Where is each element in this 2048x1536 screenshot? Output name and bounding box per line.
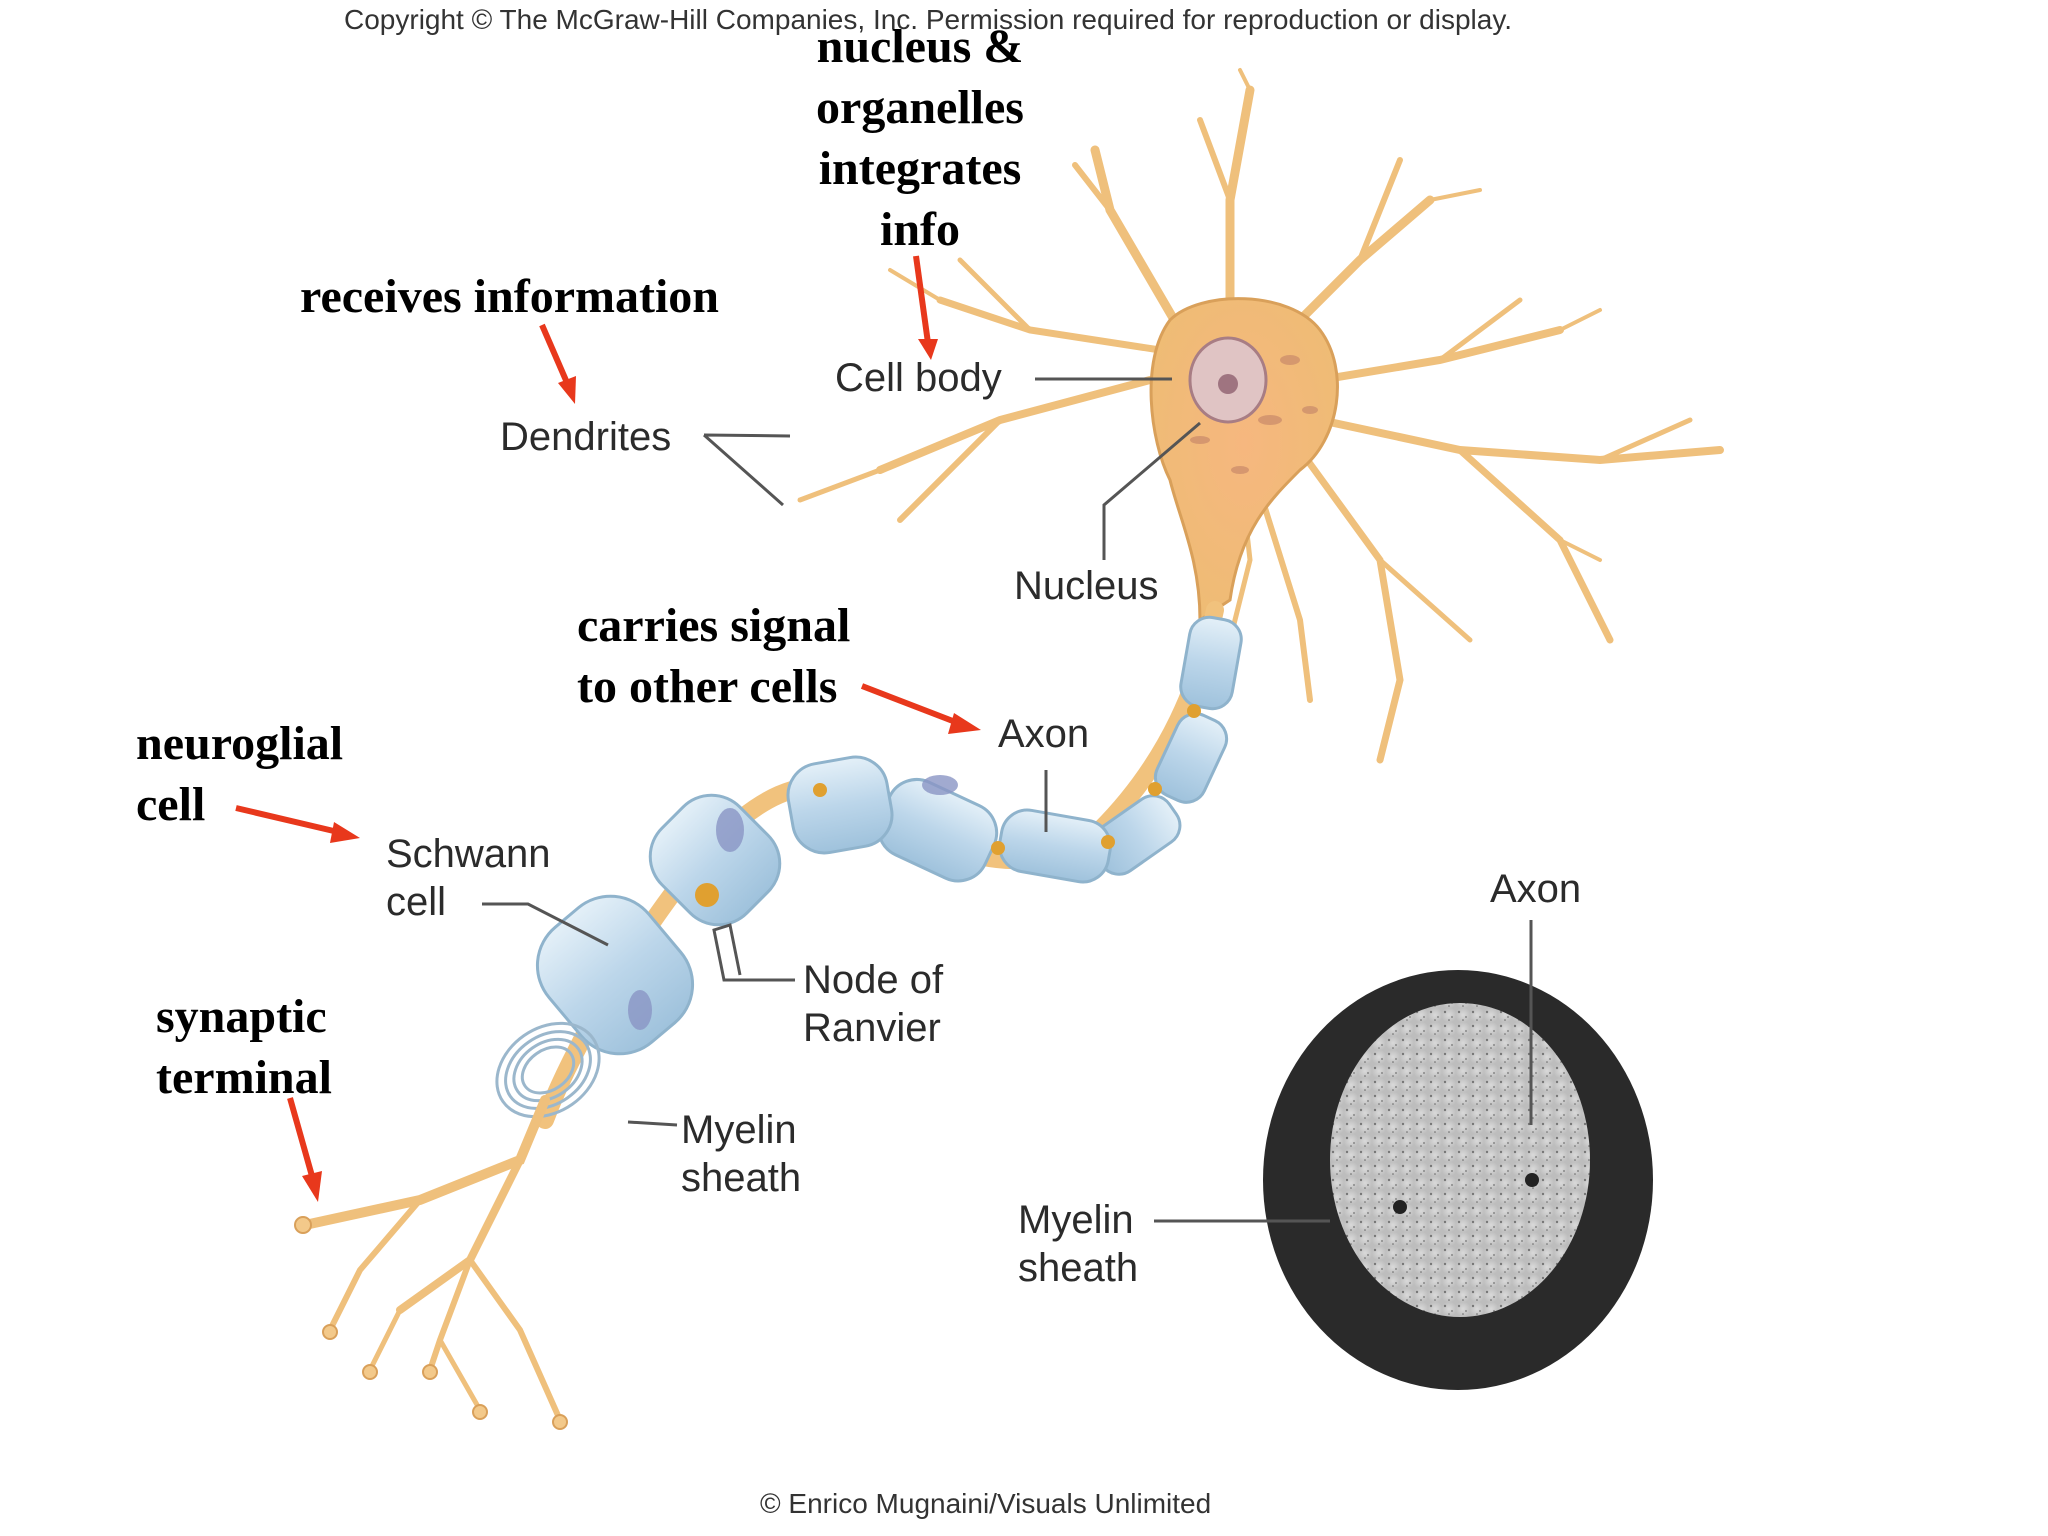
- note-cell-body: nucleus & organelles integrates info: [816, 20, 1024, 256]
- organelles: [1190, 355, 1318, 474]
- schwann-nuclei: [628, 775, 958, 1030]
- label-axon-cross-section: Axon: [1490, 867, 1582, 911]
- label-nucleus: Nucleus: [1014, 564, 1159, 608]
- cross-section-dot: [1525, 1173, 1539, 1187]
- nucleolus: [1218, 374, 1238, 394]
- label-cell-body: Cell body: [835, 356, 1002, 400]
- label-node-of-ranvier: Node of Ranvier: [803, 958, 944, 1050]
- axon-terminals: [300, 1095, 563, 1423]
- myelin-segments: [535, 615, 1243, 1056]
- dendrites: [797, 68, 1724, 764]
- cross-section-axon: [1330, 1003, 1590, 1317]
- note-axon: carries signal to other cells: [577, 599, 851, 713]
- note-dendrites: receives information: [300, 270, 719, 323]
- nodes-of-ranvier: [695, 704, 1201, 907]
- terminal-bulbs: [294, 1216, 568, 1430]
- label-dendrites: Dendrites: [500, 415, 672, 459]
- label-schwann-cell: Schwann cell: [386, 832, 551, 924]
- label-myelin-sheath: Myelin sheath: [681, 1108, 802, 1200]
- red-arrow-icon: [235, 255, 981, 1202]
- label-myelin-sheath-cross-section: Myelin sheath: [1018, 1198, 1139, 1290]
- copyright-bottom: © Enrico Mugnaini/Visuals Unlimited: [760, 1488, 1212, 1519]
- label-axon: Axon: [998, 712, 1090, 756]
- note-schwann: neuroglial cell: [136, 717, 344, 831]
- copyright-top: Copyright © The McGraw-Hill Companies, I…: [344, 4, 1513, 35]
- myelin-end-rings: [495, 1021, 601, 1119]
- note-terminal: synaptic terminal: [156, 990, 332, 1104]
- leader-lines: [482, 377, 1533, 1223]
- cross-section-dot: [1393, 1200, 1407, 1214]
